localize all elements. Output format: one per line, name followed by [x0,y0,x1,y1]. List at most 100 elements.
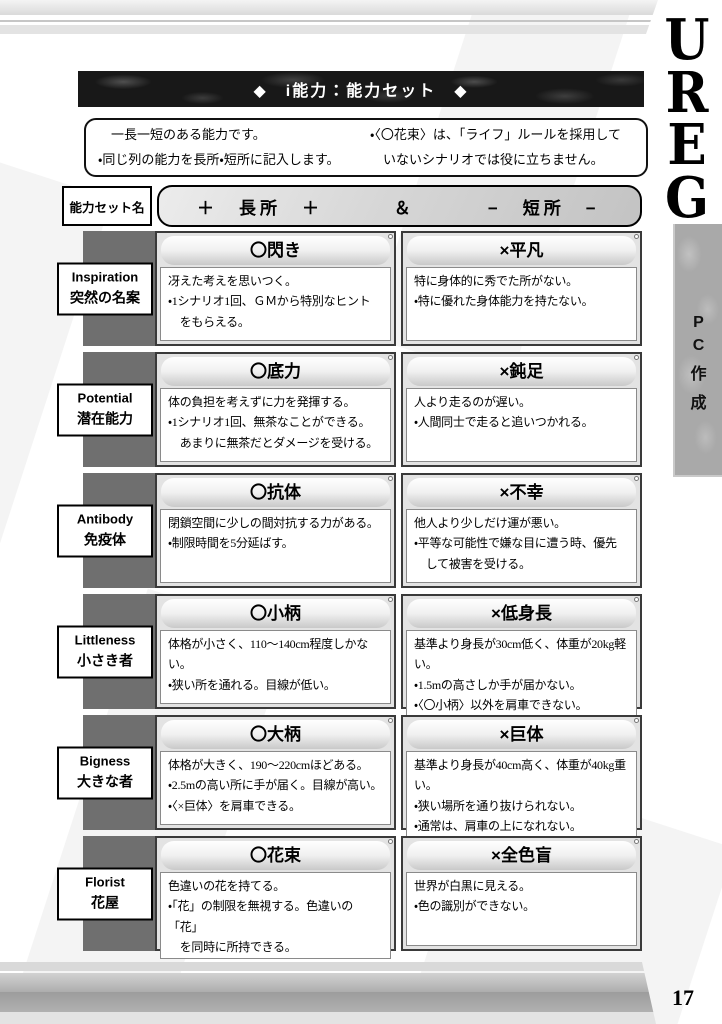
ability-name-en: Inspiration [71,269,139,284]
ability-name-en: Antibody [76,511,134,526]
ability-name-jp: 花屋 [91,894,119,910]
advantage-title: 〇閃き [161,236,390,265]
tab-char: C [692,337,705,354]
corner-dot-icon [388,476,393,481]
ability-name-jp: 大きな者 [77,773,133,789]
ability-set-name-label: 能力セット名 [69,200,145,215]
logo-letter: U [664,7,710,73]
ability-name-en: Florist [85,874,125,889]
ability-rows: Inspiration 突然の名案 〇閃き 冴えた考えを思いつく。 ・1シナリオ… [57,231,642,959]
ability-name-box: Antibody 免疫体 [57,504,153,557]
corner-dot-icon [388,355,393,360]
note-left: 一長一短のある能力です。 ・同じ列の能力を長所・短所に記入します。 [98,126,340,167]
ability-row-antibody: Antibody 免疫体 〇抗体 閉鎖空間に少しの間対抗する力がある。 ・制限時… [57,473,642,588]
tab-char: 作 [690,366,707,383]
ability-row-bigness: Bigness 大きな者 〇大柄 体格が大きく、190～220cmほどある。 ・… [57,715,642,838]
ability-name-jp: 突然の名案 [70,289,140,305]
top-decorative-bars [0,0,658,34]
ability-row-florist: Florist 花屋 〇花束 色違いの花を持てる。 ・「花」の制限を無視する。色… [57,836,642,959]
ability-name-en: Potential [77,390,133,405]
section-banner: ◆ i能力：能力セット ◆ [78,71,644,107]
logo-letter: E [667,112,707,179]
advantage-title: 〇花束 [161,841,390,870]
ability-name-box: Florist 花屋 [57,867,153,920]
disadvantage-title: ×不幸 [407,478,636,507]
advantage-description: 体格が小さく、110～140cm程度しかない。 ・狭い所を通れる。目線が低い。 [160,630,391,704]
corner-dot-icon [388,597,393,602]
disadvantage-title: ×鈍足 [407,357,636,386]
section-title: ◆ i能力：能力セット ◆ [253,83,469,100]
ability-set-name-header: 能力セット名 [62,186,152,226]
bottom-bar [0,962,656,971]
logo-letter: R [665,59,709,126]
disadvantage-title: ×平凡 [407,236,636,265]
advantage-description: 体の負担を考えずに力を発揮する。 ・1シナリオ1回、無茶なことができる。 あまり… [160,388,391,462]
ability-name-box: Inspiration 突然の名案 [57,262,153,315]
chapter-tab-pc-creation: P C 作 成 [673,224,722,477]
disadvantage-card: ×全色盲 世界が白黒に見える。 ・色の識別ができない。 [401,836,642,951]
advantage-card: 〇閃き 冴えた考えを思いつく。 ・1シナリオ1回、ＧＭから特別なヒント をもらえ… [155,231,396,346]
bottom-bar [0,992,656,1012]
ability-name-jp: 免疫体 [84,531,126,547]
advantage-card: 〇抗体 閉鎖空間に少しの間対抗する力がある。 ・制限時間を5分延ばす。 [155,473,396,588]
ureg-logo: U R E G [656,7,718,231]
tab-char: 成 [690,395,707,412]
ability-name-jp: 潜在能力 [77,410,133,426]
corner-dot-icon [634,355,639,360]
bottom-bar [0,1012,656,1024]
advantage-title: 〇大柄 [161,720,390,749]
corner-dot-icon [634,234,639,239]
bottom-bar [0,973,656,992]
ability-name-box: Littleness 小さき者 [57,625,153,678]
ability-name-jp: 小さき者 [77,652,133,668]
advantage-card: 〇底力 体の負担を考えずに力を発揮する。 ・1シナリオ1回、無茶なことができる。… [155,352,396,467]
disadvantage-card: ×低身長 基準より身長が30cm低く、体重が20kg軽い。 ・1.5mの高さしか… [401,594,642,717]
advantage-card: 〇花束 色違いの花を持てる。 ・「花」の制限を無視する。色違いの「花」 を同時に… [155,836,396,959]
ampersand-label: ＆ [393,198,415,218]
advantage-description: 冴えた考えを思いつく。 ・1シナリオ1回、ＧＭから特別なヒント をもらえる。 [160,267,391,341]
bottom-decorative-bars [0,962,656,1024]
tab-char: P [693,314,704,331]
disadvantage-description: 基準より身長が40cm高く、体重が40kg重い。 ・狭い場所を通り抜けられない。… [406,751,637,838]
corner-dot-icon [388,234,393,239]
logo-letter: G [664,164,709,231]
disadvantage-title: ×低身長 [407,599,636,628]
advantage-title: 〇抗体 [161,478,390,507]
disadvantage-card: ×巨体 基準より身長が40cm高く、体重が40kg重い。 ・狭い場所を通り抜けら… [401,715,642,838]
page-number: 17 [672,985,694,1010]
disadvantage-description: 人より走るのが遅い。 ・人間同士で走ると追いつかれる。 [406,388,637,462]
ability-name-en: Bigness [79,753,131,768]
ability-name-en: Littleness [74,632,136,647]
corner-dot-icon [388,839,393,844]
advantage-description: 閉鎖空間に少しの間対抗する力がある。 ・制限時間を5分延ばす。 [160,509,391,583]
advantage-title: 〇小柄 [161,599,390,628]
top-bar [0,25,658,34]
disadvantage-description: 他人より少しだけ運が悪い。 ・平等な可能性で嫌な目に遭う時、優先 して被害を受け… [406,509,637,583]
disadvantage-title: ×全色盲 [407,841,636,870]
corner-dot-icon [634,718,639,723]
ability-name-box: Bigness 大きな者 [57,746,153,799]
top-bar [0,0,658,15]
top-bar-line [0,20,658,22]
corner-dot-icon [634,476,639,481]
disadvantage-card: ×鈍足 人より走るのが遅い。 ・人間同士で走ると追いつかれる。 [401,352,642,467]
corner-dot-icon [634,839,639,844]
disadvantage-card: ×平凡 特に身体的に秀でた所がない。 ・特に優れた身体能力を持たない。 [401,231,642,346]
advantage-description: 体格が大きく、190～220cmほどある。 ・2.5mの高い所に手が届く。目線が… [160,751,391,825]
disadvantage-title: ×巨体 [407,720,636,749]
ability-row-inspiration: Inspiration 突然の名案 〇閃き 冴えた考えを思いつく。 ・1シナリオ… [57,231,642,346]
note-right: ・〈〇花束〉は、「ライフ」ルールを採用して いないシナリオでは役に立ちません。 [370,126,622,167]
ability-row-littleness: Littleness 小さき者 〇小柄 体格が小さく、110～140cm程度しか… [57,594,642,717]
advantage-column-label: ＋ 長所 ＋ [197,198,323,218]
corner-dot-icon [388,718,393,723]
column-header-pill: ＋ 長所 ＋ ＆ − 短所 − [157,185,642,227]
ability-row-potential: Potential 潜在能力 〇底力 体の負担を考えずに力を発揮する。 ・1シナ… [57,352,642,467]
disadvantage-column-label: − 短所 − [487,198,600,218]
disadvantage-description: 基準より身長が30cm低く、体重が20kg軽い。 ・1.5mの高さしか手が届かな… [406,630,637,717]
disadvantage-description: 世界が白黒に見える。 ・色の識別ができない。 [406,872,637,946]
advantage-card: 〇小柄 体格が小さく、110～140cm程度しかない。 ・狭い所を通れる。目線が… [155,594,396,709]
note-box: 一長一短のある能力です。 ・同じ列の能力を長所・短所に記入します。 ・〈〇花束〉… [84,118,648,177]
advantage-title: 〇底力 [161,357,390,386]
corner-dot-icon [634,597,639,602]
